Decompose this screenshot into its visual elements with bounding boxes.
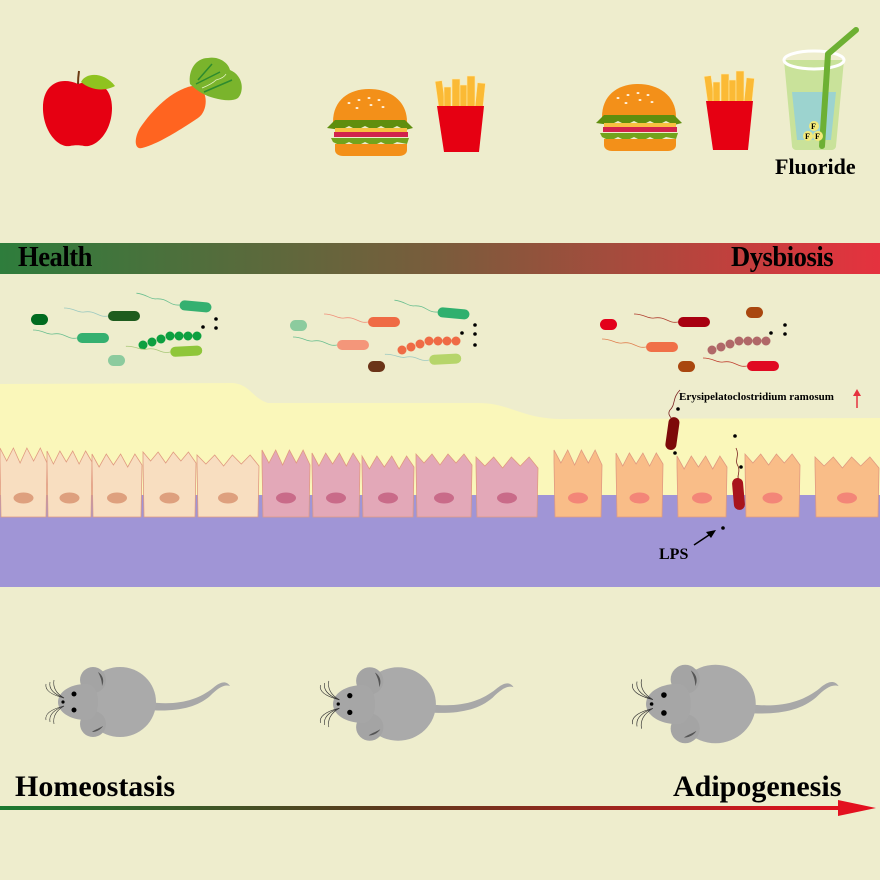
carrot-icon <box>135 57 242 149</box>
bacterium <box>746 307 763 318</box>
bacterium <box>292 336 369 350</box>
fries-icon <box>434 75 486 152</box>
lps-arrow <box>693 530 716 546</box>
cell-nucleus <box>692 492 712 504</box>
erysipelatoclostridium-label: Erysipelatoclostridium ramosum <box>679 391 834 403</box>
epithelial-cell <box>553 449 603 518</box>
translocating-bacterium <box>665 389 681 450</box>
epithelial-cell <box>615 452 664 518</box>
bacterium <box>394 299 470 320</box>
bacterium <box>368 361 385 372</box>
cell-nucleus <box>159 492 180 504</box>
epithelial-cell <box>814 456 880 518</box>
bacterium <box>600 319 617 330</box>
bacterium <box>633 313 710 327</box>
homeostasis-adipogenesis-arrow <box>0 800 876 816</box>
gut-microbiota <box>31 292 787 372</box>
bacterium <box>136 292 212 313</box>
mouse-icon <box>319 667 514 741</box>
cell-nucleus <box>218 492 238 504</box>
health-dysbiosis-gradient-bar <box>0 243 880 274</box>
bacterium <box>702 357 779 371</box>
cell-nucleus <box>13 492 34 504</box>
adipogenesis-label: Adipogenesis <box>673 770 842 803</box>
dysbiosis-label: Dysbiosis <box>731 242 834 273</box>
fluoride-drink-icon: F F F <box>782 27 859 150</box>
bacterium <box>601 338 678 352</box>
epithelial-cell <box>91 453 143 518</box>
bacterium <box>290 320 307 331</box>
mouse-icon <box>45 667 230 737</box>
coccus-chain <box>397 336 461 355</box>
bacterium <box>108 355 125 366</box>
mice <box>45 664 839 744</box>
bacterium <box>678 361 695 372</box>
bacterium <box>323 313 400 327</box>
fluoride-ion-label: F <box>805 132 810 141</box>
cell-nucleus <box>59 492 80 504</box>
epithelial-cell <box>361 454 415 518</box>
apple-icon <box>42 70 115 147</box>
bacterium <box>32 329 109 343</box>
epithelial-cell <box>415 452 473 518</box>
epithelial-cells <box>0 447 880 518</box>
cell-nucleus <box>568 492 588 504</box>
cell-nucleus <box>762 492 783 504</box>
lps-label: LPS <box>659 546 689 563</box>
burger-icon <box>327 89 413 156</box>
translocating-bacterium <box>732 447 745 510</box>
cell-nucleus <box>434 492 454 504</box>
epithelial-cell <box>475 456 539 518</box>
burger-icon <box>596 84 682 151</box>
cell-nucleus <box>378 492 398 504</box>
bacterium <box>31 314 48 325</box>
epithelial-cell <box>261 449 311 518</box>
cell-nucleus <box>497 492 517 504</box>
metabolite-dots <box>460 323 477 347</box>
cell-nucleus <box>107 492 127 504</box>
lps-particles <box>673 407 743 530</box>
epithelial-cell <box>196 454 260 518</box>
cell-nucleus <box>837 492 857 504</box>
epithelial-cell <box>311 452 361 518</box>
bacterium <box>63 307 140 321</box>
coccus-chain <box>707 336 771 355</box>
bacterium <box>384 353 462 365</box>
metabolite-dots <box>769 323 787 336</box>
homeostasis-label: Homeostasis <box>15 770 175 803</box>
bacterium <box>125 345 203 357</box>
cell-nucleus <box>629 492 650 504</box>
fluoride-ions: F F F <box>803 121 823 141</box>
mouse-icon <box>632 664 839 744</box>
increase-arrow-icon <box>853 389 861 408</box>
epithelial-cell <box>142 450 197 518</box>
cell-nucleus <box>276 492 296 504</box>
metabolite-dots <box>201 317 218 330</box>
fluoride-ion-label: F <box>815 132 820 141</box>
coccus-chain <box>138 331 202 350</box>
fluoride-ion-label: F <box>811 122 816 131</box>
cell-nucleus <box>326 492 346 504</box>
health-label: Health <box>18 242 92 273</box>
fluoride-label: Fluoride <box>775 154 856 179</box>
epithelial-cell <box>676 455 728 518</box>
epithelial-cell <box>744 452 801 518</box>
fries-icon <box>703 70 755 150</box>
